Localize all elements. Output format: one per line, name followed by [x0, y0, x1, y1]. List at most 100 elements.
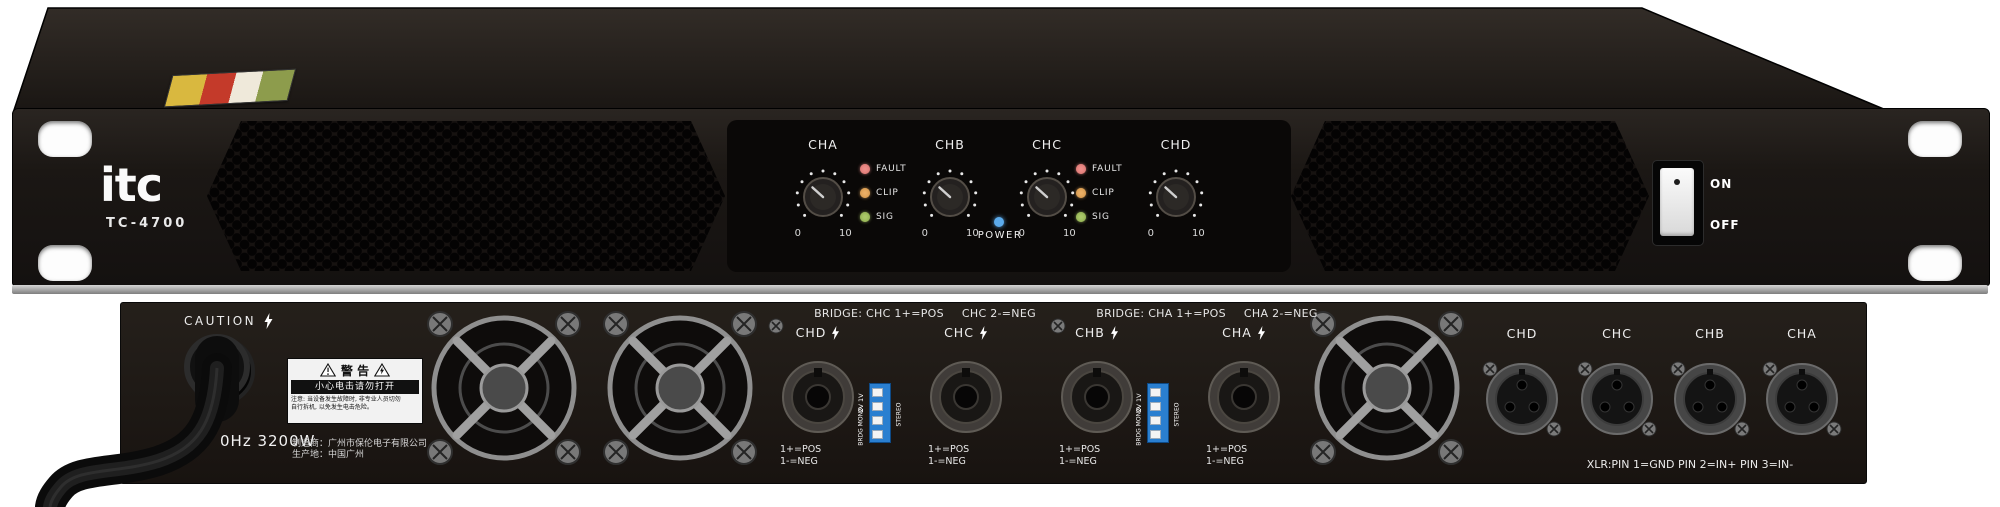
rack-ear-hole [1908, 245, 1962, 281]
warning-band: 小心电击请勿打开 [291, 380, 419, 394]
pos-label: 1+=POS [1206, 444, 1248, 455]
dip-label-mode: BRDG MONO [1135, 407, 1143, 446]
manufacturer-info: 制造商：广州市保伦电子有限公司 生产地：中国广州 [292, 439, 427, 461]
screw-icon [1762, 361, 1778, 377]
ventilation-grille-left [207, 121, 725, 271]
scale-min-label: 0 [1018, 228, 1025, 239]
dip-toggle[interactable] [1150, 388, 1161, 397]
dip-toggle[interactable] [872, 416, 883, 425]
dip-label-mode: BRDG MONO [857, 407, 865, 446]
led-row: SIG [860, 210, 938, 223]
brand-logo: itc [100, 158, 163, 212]
speaker-polarity-label: 1+=POS 1-=NEG [1206, 444, 1286, 467]
rack-ear-hole [38, 121, 92, 157]
caution-text: CAUTION [184, 314, 257, 328]
clip-led-label: CLIP [1092, 187, 1115, 198]
cooling-fan [427, 311, 581, 465]
caution-label: CAUTION [184, 313, 274, 329]
ventilation-grille-right [1291, 121, 1649, 271]
speakon-connector [1061, 361, 1133, 433]
xlr-label-chc: CHC [1602, 326, 1632, 341]
dip-label-stereo: STEREO [895, 402, 903, 427]
xlr-label-chb: CHB [1695, 326, 1725, 341]
gain-knob-cha[interactable] [791, 165, 855, 229]
scale-max-label: 10 [1192, 228, 1205, 239]
gain-knob-chc[interactable] [1015, 165, 1079, 229]
lightning-icon [979, 325, 987, 340]
clip-led [1076, 187, 1086, 198]
manufacturer-line2: 生产地：中国广州 [292, 450, 365, 460]
bridge-header-right: CHC 2-=NEG [961, 307, 1036, 320]
front-panel-bottom-trim [12, 285, 1988, 294]
dip-toggle[interactable] [1150, 416, 1161, 425]
dip-switch[interactable]: 2V 1V BRDG MONO STEREO [853, 377, 907, 451]
switch-on-label: ON [1710, 177, 1733, 191]
screw-icon [1826, 421, 1842, 437]
speaker-polarity-label: 1+=POS 1-=NEG [780, 444, 860, 467]
speakon-channel-label: CHB [1062, 325, 1132, 340]
speakon-channel-label: CHC [931, 325, 1001, 340]
screw-icon [768, 318, 784, 334]
dip-switch[interactable]: 2V 1V BRDG MONO STEREO [1131, 377, 1185, 451]
warning-triangle-icon [319, 363, 336, 377]
speakon-channel-label: CHD [783, 325, 853, 340]
xlr-connector [1766, 363, 1838, 435]
screw-icon [1641, 421, 1657, 437]
xlr-connector [1581, 363, 1653, 435]
gain-knob-chb[interactable] [918, 165, 982, 229]
dip-toggle[interactable] [872, 402, 883, 411]
warning-note-line1: 当设备发生故障时, 非专业人员切勿 [306, 396, 401, 403]
rack-ear-hole [1908, 121, 1962, 157]
dip-toggle[interactable] [872, 388, 883, 397]
bridge-header-right: CHA 2-=NEG [1243, 307, 1318, 320]
dip-toggle[interactable] [872, 430, 883, 439]
clip-led-label: CLIP [876, 187, 899, 198]
dip-toggle[interactable] [1150, 430, 1161, 439]
speakon-channel-text: CHB [1075, 325, 1105, 340]
led-row: FAULT [1076, 162, 1154, 175]
power-label: POWER [977, 230, 1023, 241]
channel-label-chd: CHD [1160, 137, 1192, 152]
led-group-cd: FAULT CLIP SIG [1076, 162, 1154, 234]
pos-label: 1+=POS [780, 444, 822, 455]
power-switch-mark [1674, 179, 1680, 185]
warning-note: 注意: 当设备发生故障时, 非专业人员切勿 自行拆机, 以免发生电击危险。 [291, 396, 419, 412]
electric-shock-warning-icon [374, 363, 391, 377]
dip-label-stereo: STEREO [1173, 402, 1181, 427]
warning-note-line2: 自行拆机, 以免发生电击危险。 [291, 404, 373, 411]
sig-led [1076, 211, 1086, 222]
warning-sticker: 警 告 小心电击请勿打开 注意: 当设备发生故障时, 非专业人员切勿 自行拆机,… [287, 358, 423, 424]
speaker-polarity-label: 1+=POS 1-=NEG [1059, 444, 1139, 467]
speakon-connector [930, 361, 1002, 433]
lightning-icon [1257, 325, 1265, 340]
dip-switch-block[interactable] [869, 383, 891, 443]
channel-label-chb: CHB [935, 137, 965, 152]
pos-label: 1+=POS [928, 444, 970, 455]
gain-knob-chd[interactable] [1144, 165, 1208, 229]
bridge-header-left: BRIDGE: CHA 1+=POS [1096, 307, 1226, 320]
cooling-fan [1310, 311, 1464, 465]
screw-icon [1670, 361, 1686, 377]
xlr-label-chd: CHD [1506, 326, 1538, 341]
scale-min-label: 0 [794, 228, 801, 239]
warning-note-prefix: 注意: [291, 396, 306, 403]
power-rating: 0Hz 3200W [220, 432, 316, 450]
dip-switch-block[interactable] [1147, 383, 1169, 443]
led-row: CLIP [1076, 186, 1154, 199]
power-led [994, 217, 1004, 227]
scale-max-label: 10 [1063, 228, 1076, 239]
fault-led-label: FAULT [1092, 163, 1123, 174]
pos-label: 1+=POS [1059, 444, 1101, 455]
scale-min-label: 0 [1147, 228, 1154, 239]
lightning-icon [1110, 325, 1118, 340]
dip-toggle[interactable] [1150, 402, 1161, 411]
speakon-channel-text: CHA [1222, 325, 1252, 340]
clip-led [860, 187, 870, 198]
channel-label-cha: CHA [808, 137, 838, 152]
lightning-icon [832, 325, 840, 340]
warning-sticker-header: 警 告 [291, 361, 419, 379]
screw-icon [1734, 421, 1750, 437]
xlr-label-cha: CHA [1787, 326, 1817, 341]
